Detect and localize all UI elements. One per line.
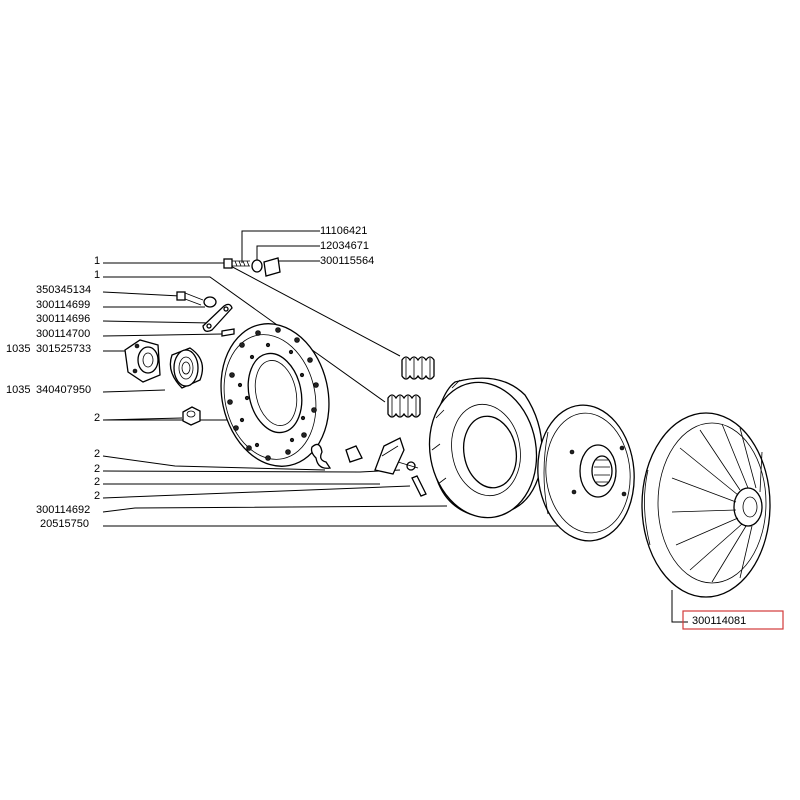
label-11106421: 11106421 — [320, 225, 367, 237]
spring-lower — [387, 394, 421, 418]
clip-plate — [345, 445, 363, 463]
pin-2 — [411, 475, 427, 497]
label-1035-a: 1035 — [6, 343, 30, 355]
label-ref-2b: 2 — [94, 448, 100, 460]
label-300114696: 300114696 — [36, 313, 90, 325]
label-300114699: 300114699 — [36, 299, 90, 311]
label-300114692: 300114692 — [36, 504, 90, 516]
screw-350345134 — [176, 291, 204, 306]
highlight-box — [682, 610, 784, 630]
nut-2 — [182, 406, 201, 426]
clutch-cover — [220, 323, 330, 467]
label-12034671: 12034671 — [320, 240, 369, 252]
label-340407950: 340407950 — [36, 384, 91, 396]
part-labels: 11106421 12034671 300115564 1 1 35034513… — [6, 225, 746, 627]
label-ref-1b: 1 — [94, 269, 100, 281]
spring-upper — [401, 356, 435, 380]
label-300114081: 300114081 — [692, 615, 746, 627]
washer-300114699 — [203, 296, 217, 308]
flywheel — [641, 412, 771, 598]
sleeve-340407950 — [169, 347, 204, 389]
bracket-300115564 — [263, 257, 281, 277]
label-300114700: 300114700 — [36, 328, 90, 340]
bolt-11106421 — [223, 258, 250, 269]
label-ref-2e: 2 — [94, 490, 100, 502]
washer-12034671 — [251, 259, 263, 273]
label-ref-2c: 2 — [94, 463, 100, 475]
label-350345134: 350345134 — [36, 284, 91, 296]
pin-300114700 — [221, 328, 235, 337]
label-1035-b: 1035 — [6, 384, 30, 396]
release-lever — [374, 437, 419, 475]
label-300115564: 300115564 — [320, 255, 374, 267]
label-20515750: 20515750 — [40, 518, 89, 530]
clip-spring — [310, 443, 332, 469]
label-ref-1a: 1 — [94, 255, 100, 267]
friction-disc — [537, 404, 635, 542]
release-bearing-301525733 — [124, 339, 161, 383]
label-301525733: 301525733 — [36, 343, 91, 355]
label-ref-2a: 2 — [94, 412, 100, 424]
label-ref-2d: 2 — [94, 476, 100, 488]
pressure-plate — [428, 377, 543, 519]
